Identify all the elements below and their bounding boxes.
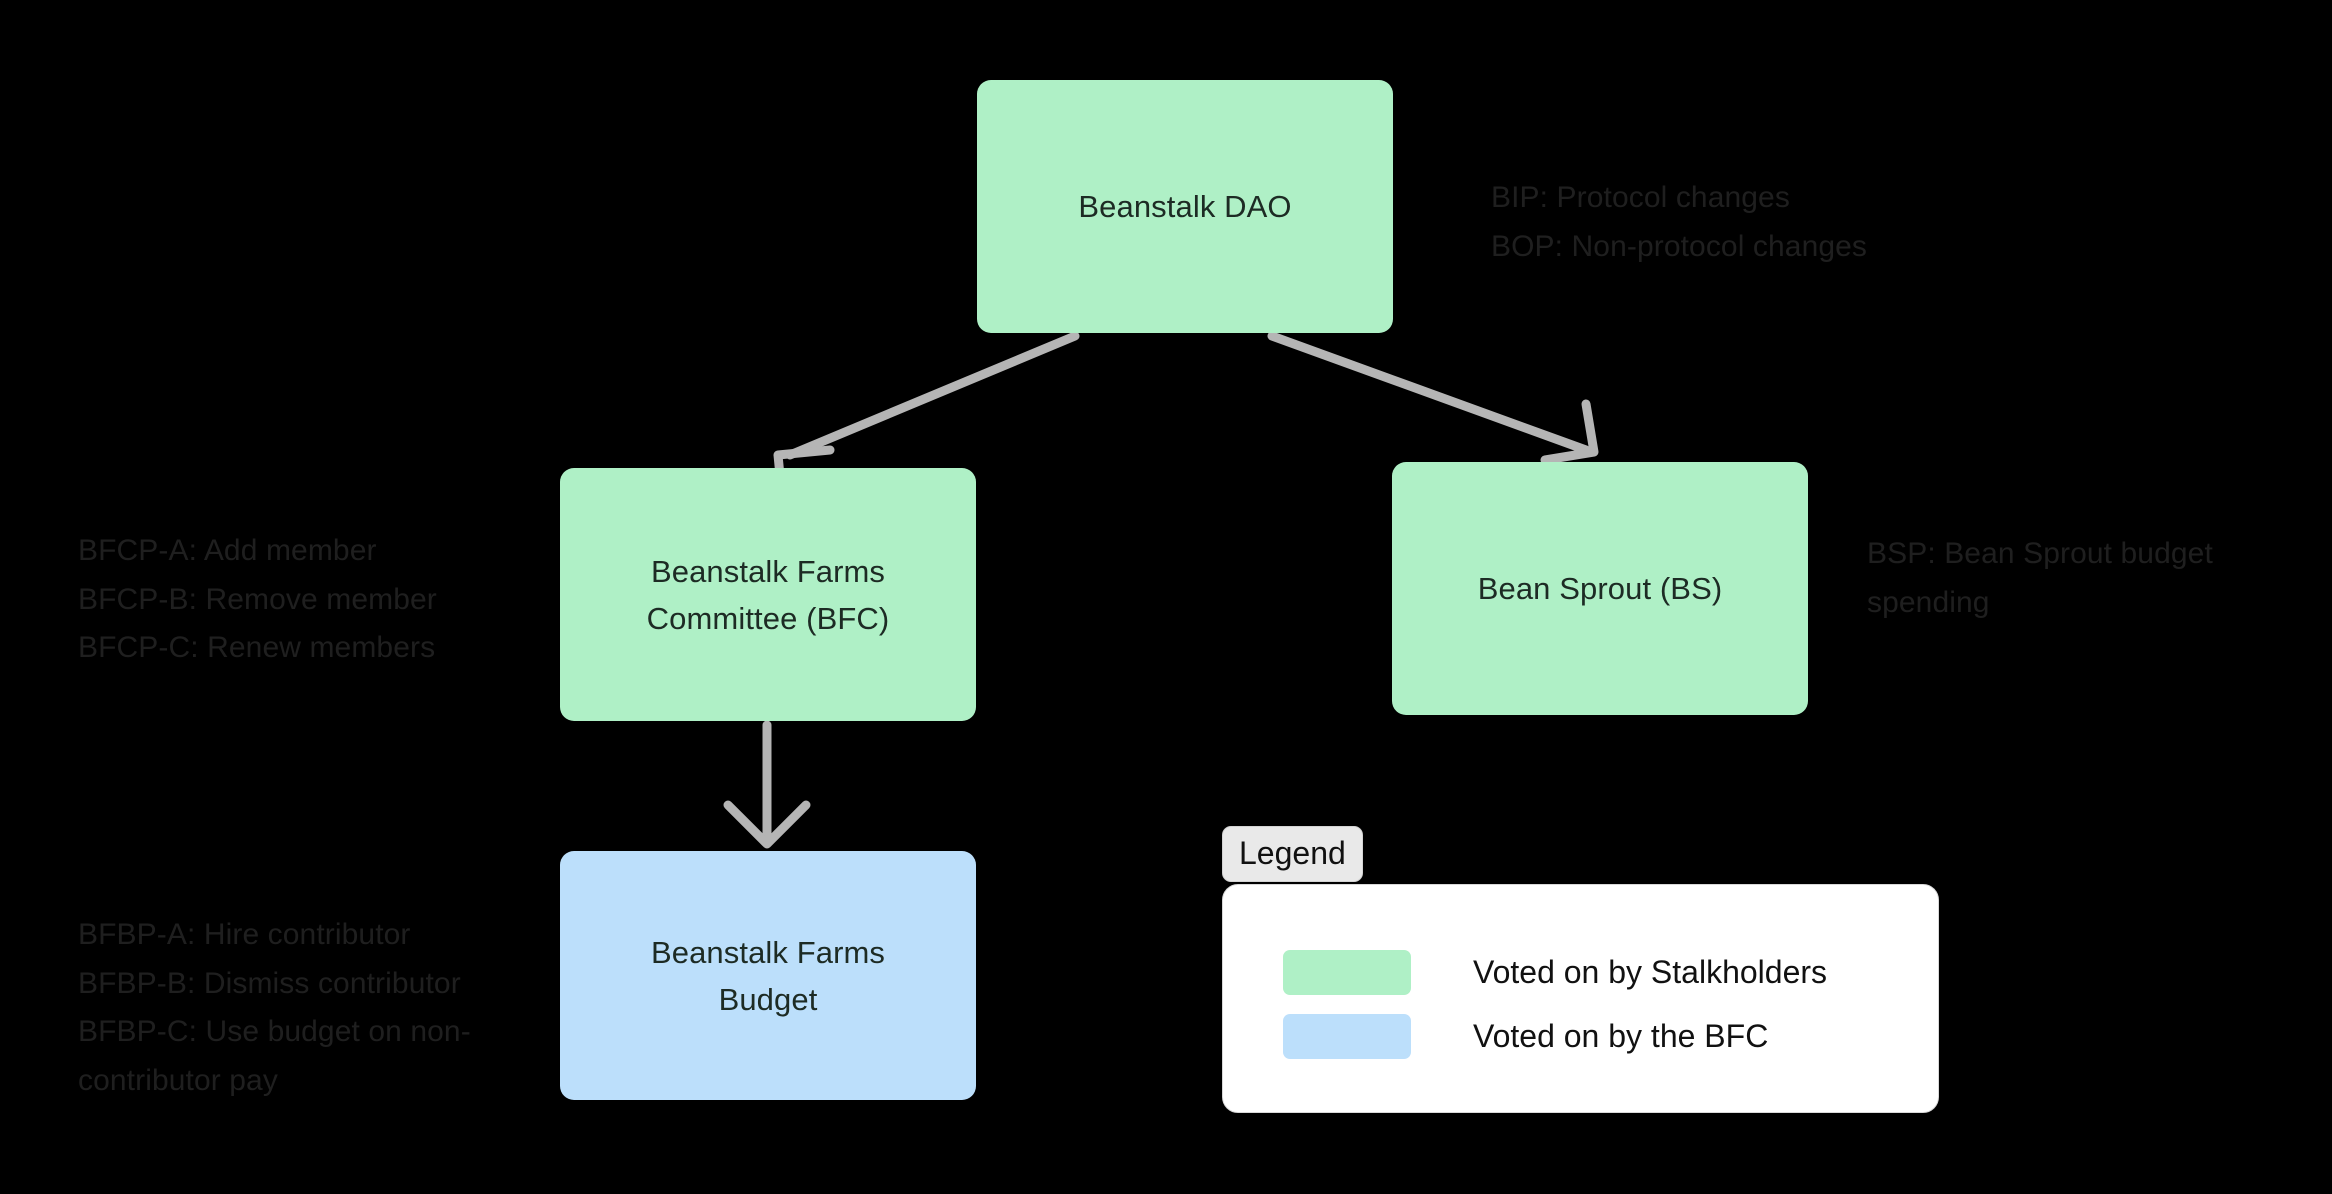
legend-panel: Voted on by Stalkholders Voted on by the… — [1222, 884, 1939, 1113]
legend-item-stalkholders: Voted on by Stalkholders — [1283, 940, 1938, 1004]
node-beanstalk-farms-budget[interactable]: Beanstalk Farms Budget — [560, 851, 976, 1100]
legend-swatch-green-icon — [1283, 949, 1411, 995]
legend-label-stalkholders: Voted on by Stalkholders — [1473, 954, 1828, 990]
legend-label-bfc: Voted on by the BFC — [1473, 1018, 1769, 1054]
node-bean-sprout[interactable]: Bean Sprout (BS) — [1392, 462, 1808, 715]
annotation-bfbp-proposal-types: BFBP-A: Hire contributor BFBP-B: Dismiss… — [78, 918, 471, 1097]
legend-item-bfc: Voted on by the BFC — [1283, 1004, 1938, 1068]
legend-swatch-blue-icon — [1283, 1013, 1411, 1059]
edge-bfc-to-budget — [723, 720, 811, 849]
annotation-bsp-proposal-types: BSP: Bean Sprout budget spending — [1867, 537, 2213, 619]
edge-dao-to-bean-sprout — [1267, 331, 1599, 465]
annotation-bfcp-proposal-types: BFCP-A: Add member BFCP-B: Remove member… — [78, 534, 437, 664]
annotation-dao-proposal-types: BIP: Protocol changes BOP: Non-protocol … — [1491, 181, 1868, 263]
node-beanstalk-dao[interactable]: Beanstalk DAO — [977, 80, 1393, 333]
node-beanstalk-farms-committee[interactable]: Beanstalk Farms Committee (BFC) — [560, 468, 976, 721]
legend-title: Legend — [1222, 826, 1363, 882]
